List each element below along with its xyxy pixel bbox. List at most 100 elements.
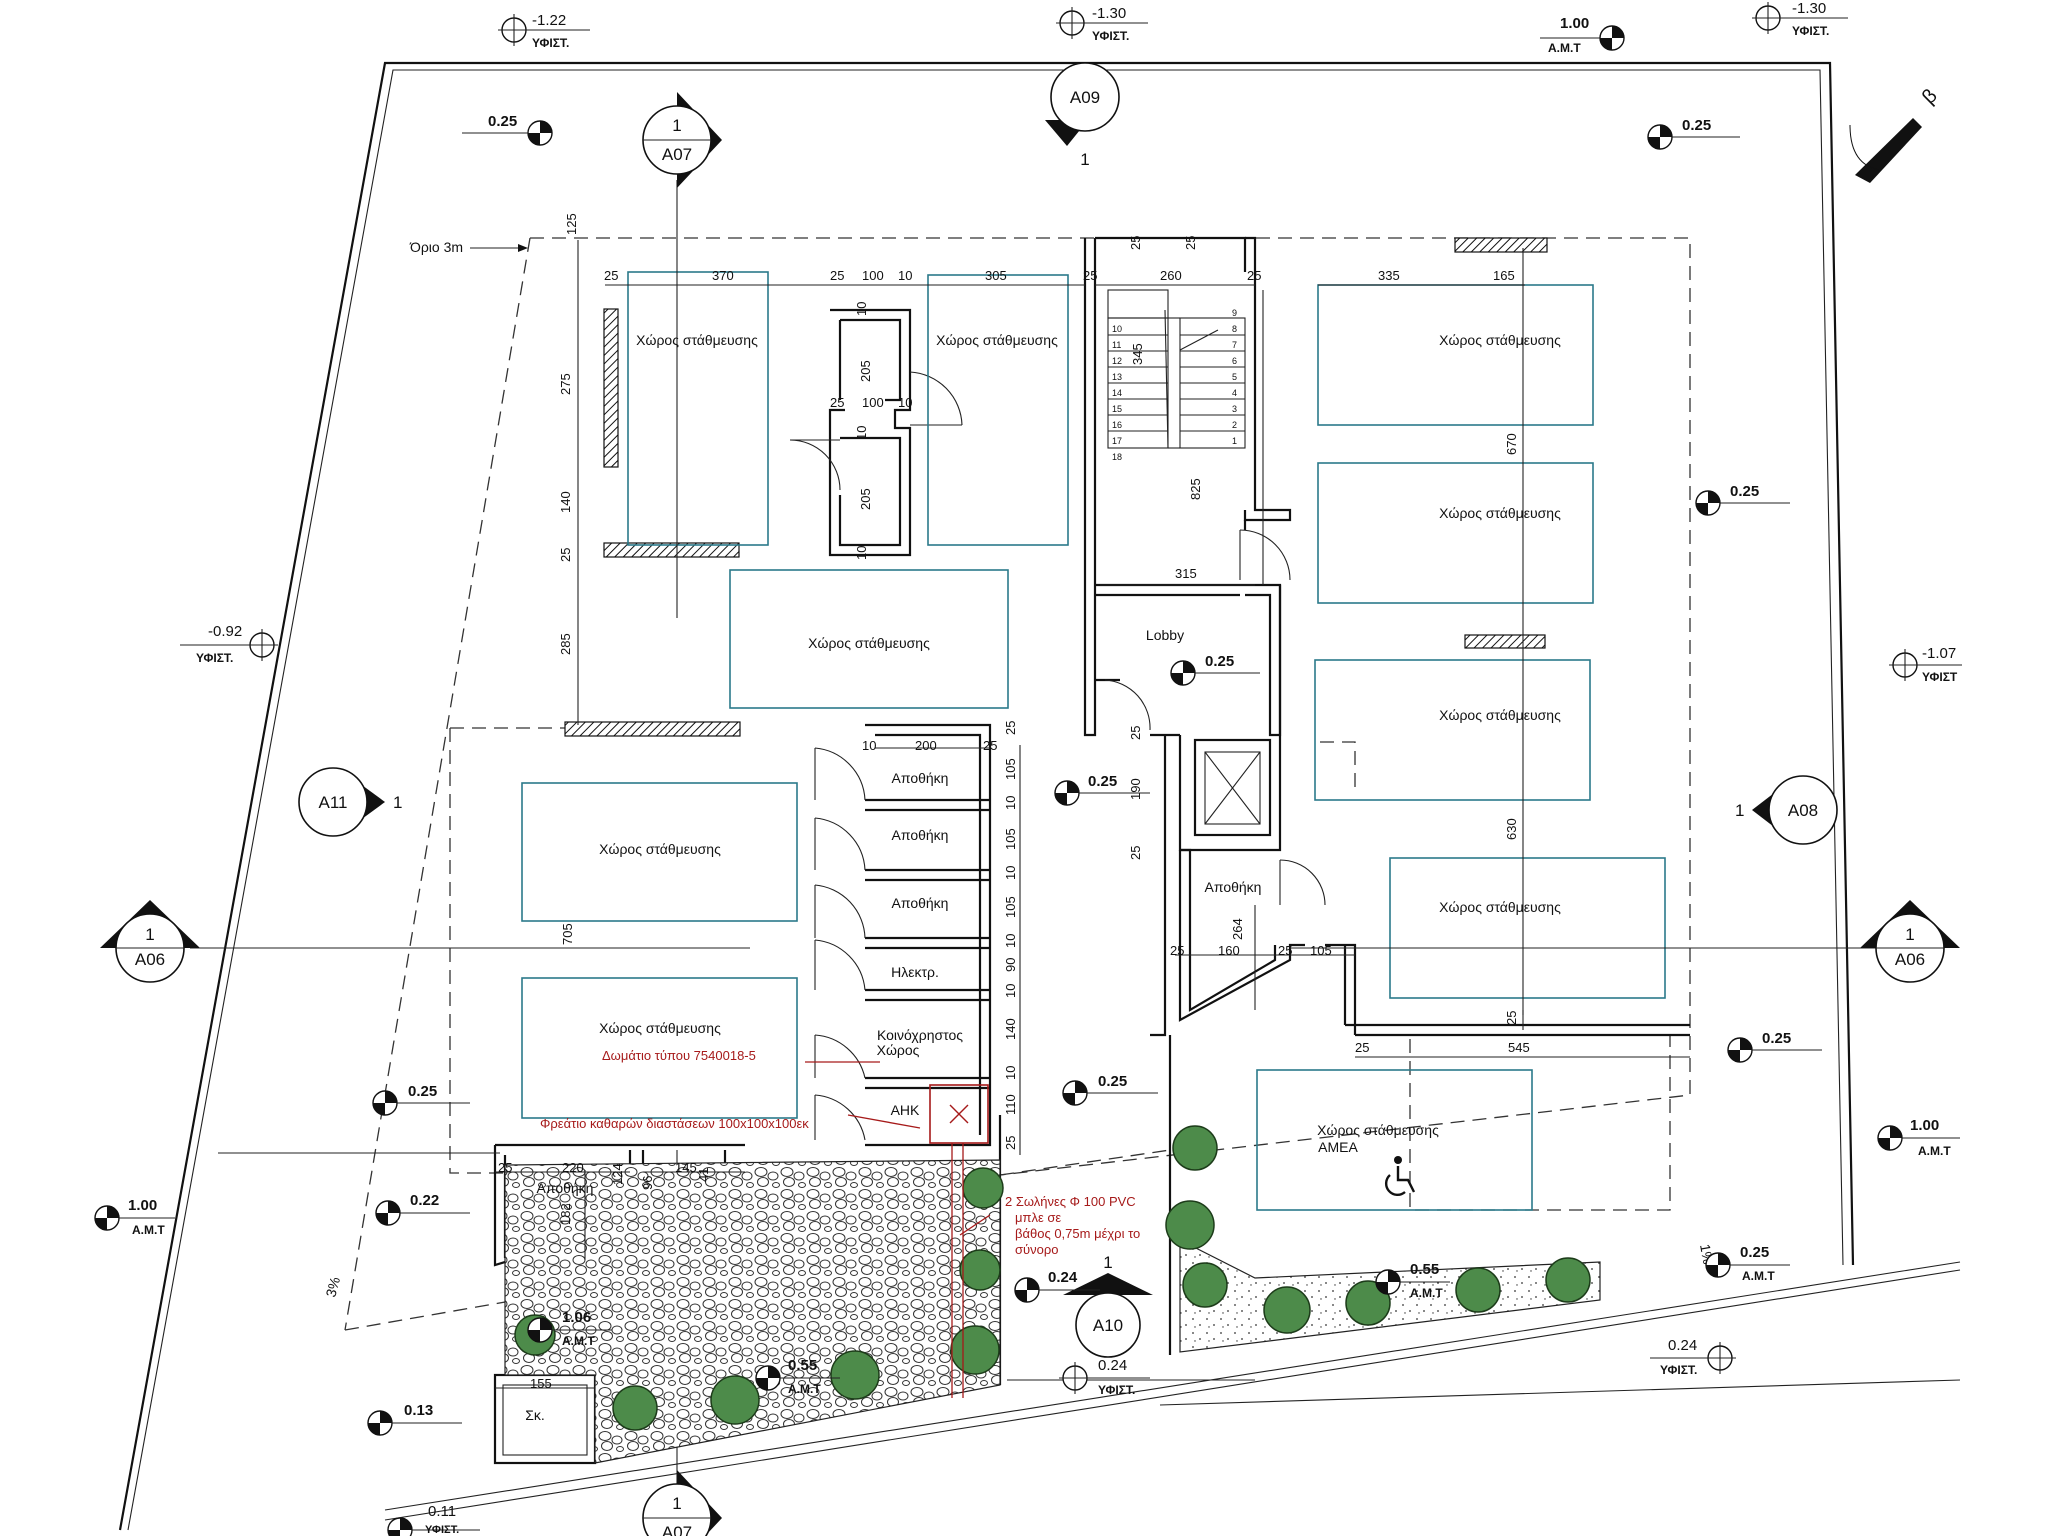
svg-text:0.22: 0.22 xyxy=(410,1192,439,1209)
level-marker-icon: -1.30 ΥΦΙΣΤ. xyxy=(1752,0,1848,38)
svg-text:0.25: 0.25 xyxy=(1762,1030,1791,1047)
level-marker-icon: 0.24 xyxy=(1014,1269,1100,1303)
dim: 10 xyxy=(1003,934,1018,948)
shrubs xyxy=(514,1125,1591,1431)
svg-text:ΥΦΙΣΤ: ΥΦΙΣΤ xyxy=(1922,670,1958,684)
room-type-note: Δωμάτιο τύπου 7540018-5 xyxy=(602,1048,756,1063)
parking-spaces xyxy=(521,271,1666,1211)
stair-step: 11 xyxy=(1112,340,1121,350)
dim: 140 xyxy=(558,491,573,513)
stair-step: 14 xyxy=(1112,388,1122,398)
dim: 105 xyxy=(1003,828,1018,850)
svg-text:0.25: 0.25 xyxy=(1682,117,1711,134)
stair-step: 18 xyxy=(1112,452,1122,462)
svg-text:1: 1 xyxy=(145,925,154,944)
pipes-note-3: βάθος 0,75m μέχρι το xyxy=(1015,1226,1140,1241)
stair-step: 16 xyxy=(1112,420,1122,430)
svg-text:A10: A10 xyxy=(1093,1316,1123,1335)
svg-text:1: 1 xyxy=(1735,801,1744,820)
svg-text:Α.Μ.Τ: Α.Μ.Τ xyxy=(1410,1286,1443,1300)
parking-label: Χώρος στάθμευσης xyxy=(936,332,1058,348)
dim: 25 xyxy=(558,548,573,562)
dim: 25 xyxy=(1083,268,1097,283)
dim: 10 xyxy=(1003,1066,1018,1080)
dim: 25 xyxy=(1003,1136,1018,1150)
north-arrow-icon: β xyxy=(1849,85,1942,183)
section-tag-a08[interactable]: A08 1 xyxy=(1735,775,1838,845)
dim: 260 xyxy=(1160,268,1182,283)
section-tag-a11[interactable]: A11 1 xyxy=(298,767,402,837)
slope-label: 3% xyxy=(322,1275,343,1299)
level-marker-icon: 0.25 xyxy=(1062,1073,1158,1106)
svg-text:1.00: 1.00 xyxy=(1560,15,1589,32)
parking-label: Χώρος στάθμευσης xyxy=(1439,707,1561,723)
dim: 124 xyxy=(610,1163,625,1185)
section-tag-a07-top[interactable]: 1 A07 xyxy=(642,92,722,188)
svg-text:0.25: 0.25 xyxy=(1088,773,1117,790)
svg-text:A11: A11 xyxy=(319,793,348,812)
svg-text:A08: A08 xyxy=(1788,801,1818,820)
pipes-note: 2 Σωλήνες Φ 100 PVC xyxy=(1005,1194,1136,1209)
parking-label: Χώρος στάθμευσης xyxy=(1439,332,1561,348)
parking-accessible-label-2: ΑΜΕΑ xyxy=(1318,1139,1358,1155)
dim: 10 xyxy=(1003,984,1018,998)
dim: 25 xyxy=(1355,1040,1369,1055)
level-marker-icon: -1.22 ΥΦΙΣΤ. xyxy=(498,12,590,50)
dim: 90 xyxy=(1003,958,1018,972)
dim: 190 xyxy=(1128,778,1143,800)
dim: 335 xyxy=(1378,268,1400,283)
svg-text:Α.Μ.Τ: Α.Μ.Τ xyxy=(1548,41,1581,55)
dim: 10 xyxy=(898,395,912,410)
svg-text:A06: A06 xyxy=(135,950,165,969)
dim: 105 xyxy=(1003,758,1018,780)
level-marker-icon: 0.25 Α.Μ.Τ xyxy=(1705,1244,1790,1283)
dimensions: 125 25 370 25 100 10 305 25 25 25 260 25… xyxy=(495,213,1690,1391)
dim: 25 xyxy=(830,268,844,283)
dim: 25 xyxy=(1128,846,1143,860)
section-tag-a07-bottom[interactable]: 1 A07 xyxy=(642,1470,722,1536)
stair-step: 4 xyxy=(1232,388,1237,398)
dim: 200 xyxy=(915,738,937,753)
level-marker-icon: 0.25 xyxy=(1727,1030,1822,1063)
svg-text:ΥΦΙΣΤ.: ΥΦΙΣΤ. xyxy=(1098,1383,1135,1397)
svg-text:0.55: 0.55 xyxy=(1410,1261,1439,1278)
svg-text:0.25: 0.25 xyxy=(408,1083,437,1100)
dim: 370 xyxy=(712,268,734,283)
stair-step: 17 xyxy=(1112,436,1122,446)
dim: 25 xyxy=(983,738,997,753)
svg-text:ΥΦΙΣΤ.: ΥΦΙΣΤ. xyxy=(196,651,233,665)
section-tag-a09[interactable]: A09 1 xyxy=(1045,62,1120,169)
dim: 96 xyxy=(640,1176,655,1190)
level-marker-icon: 0.25 xyxy=(462,113,553,146)
svg-text:1: 1 xyxy=(672,1494,681,1513)
svg-text:0.25: 0.25 xyxy=(1098,1073,1127,1090)
dim: 25 xyxy=(1183,236,1198,250)
dim: 10 xyxy=(862,738,876,753)
svg-text:0.24: 0.24 xyxy=(1048,1269,1078,1286)
dim: 545 xyxy=(1508,1040,1530,1055)
svg-text:β: β xyxy=(1918,85,1942,109)
dim: 100 xyxy=(862,395,884,410)
dim: 264 xyxy=(1230,918,1245,940)
sk-label: Σκ. xyxy=(525,1407,545,1423)
svg-text:1: 1 xyxy=(672,116,681,135)
stair-step: 12 xyxy=(1112,356,1122,366)
dim: 25 xyxy=(498,1160,512,1175)
dim: 155 xyxy=(530,1376,552,1391)
dim: 315 xyxy=(1175,566,1197,581)
pipes-note-4: σύνορο xyxy=(1015,1242,1059,1257)
parking-label: Χώρος στάθμευσης xyxy=(636,332,758,348)
section-tag-a06-right[interactable]: 1 A06 xyxy=(1860,900,1960,983)
storage-label: Αποθήκη xyxy=(892,827,949,843)
level-marker-icon: -1.07 ΥΦΙΣΤ xyxy=(1889,645,1962,684)
svg-text:-1.30: -1.30 xyxy=(1092,5,1126,22)
dim: 275 xyxy=(558,373,573,395)
dim: 10 xyxy=(854,302,869,316)
parking-label: Χώρος στάθμευσης xyxy=(808,635,930,651)
dim: 25 xyxy=(604,268,618,283)
dim: 205 xyxy=(858,488,873,510)
section-tag-a06-left[interactable]: 1 A06 xyxy=(100,900,200,983)
svg-text:0.25: 0.25 xyxy=(1730,483,1759,500)
ahk-label: ΑΗΚ xyxy=(891,1102,920,1118)
